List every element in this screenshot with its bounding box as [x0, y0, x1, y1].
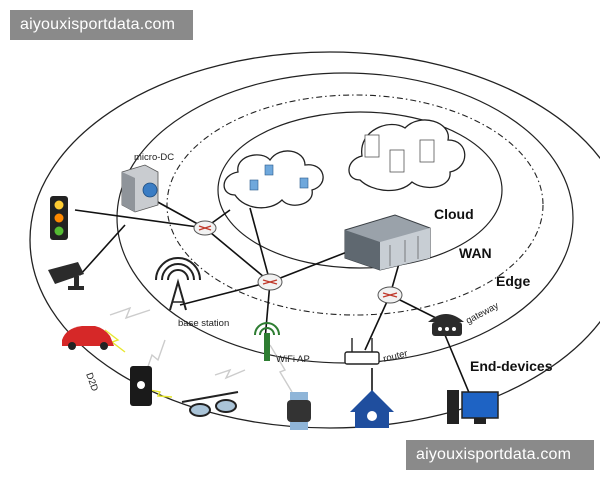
wifi-ap-label: WiFi AP	[276, 354, 310, 365]
smartphone-icon	[130, 366, 152, 406]
wan-label: WAN	[459, 245, 492, 261]
vm-cloud-icon	[223, 150, 324, 209]
router-label: router	[382, 348, 409, 365]
watermark-top: aiyouxisportdata.com	[10, 10, 193, 40]
desktop-computer-icon	[447, 390, 499, 424]
edge-label: Edge	[496, 273, 530, 289]
end-devices-label: End-devices	[470, 358, 553, 374]
cloud-label: Cloud	[434, 206, 474, 222]
micro-dc-icon	[121, 164, 159, 213]
smart-glasses-icon	[181, 391, 239, 417]
wan-ring	[166, 94, 544, 316]
cloud-ring	[217, 111, 503, 269]
camera-icon	[48, 262, 84, 290]
server-cloud-icon	[348, 119, 466, 192]
home-router-icon	[344, 338, 380, 365]
smart-home-icon	[350, 390, 394, 428]
car-icon	[62, 326, 114, 350]
traffic-light-icon	[50, 196, 68, 240]
end-devices-ring	[29, 51, 600, 429]
micro-dc-label: micro-DC	[134, 152, 174, 163]
gateway-icon	[428, 314, 464, 336]
smartwatch-icon	[287, 392, 311, 430]
data-center-icon	[344, 214, 431, 271]
base-station-icon	[155, 257, 201, 311]
wifi-ap-icon	[254, 322, 280, 361]
gateway-label: gateway	[464, 300, 501, 326]
watermark-bottom: aiyouxisportdata.com	[406, 440, 594, 470]
d2d-label: D2D	[83, 371, 100, 393]
base-station-label: base station	[178, 318, 229, 329]
